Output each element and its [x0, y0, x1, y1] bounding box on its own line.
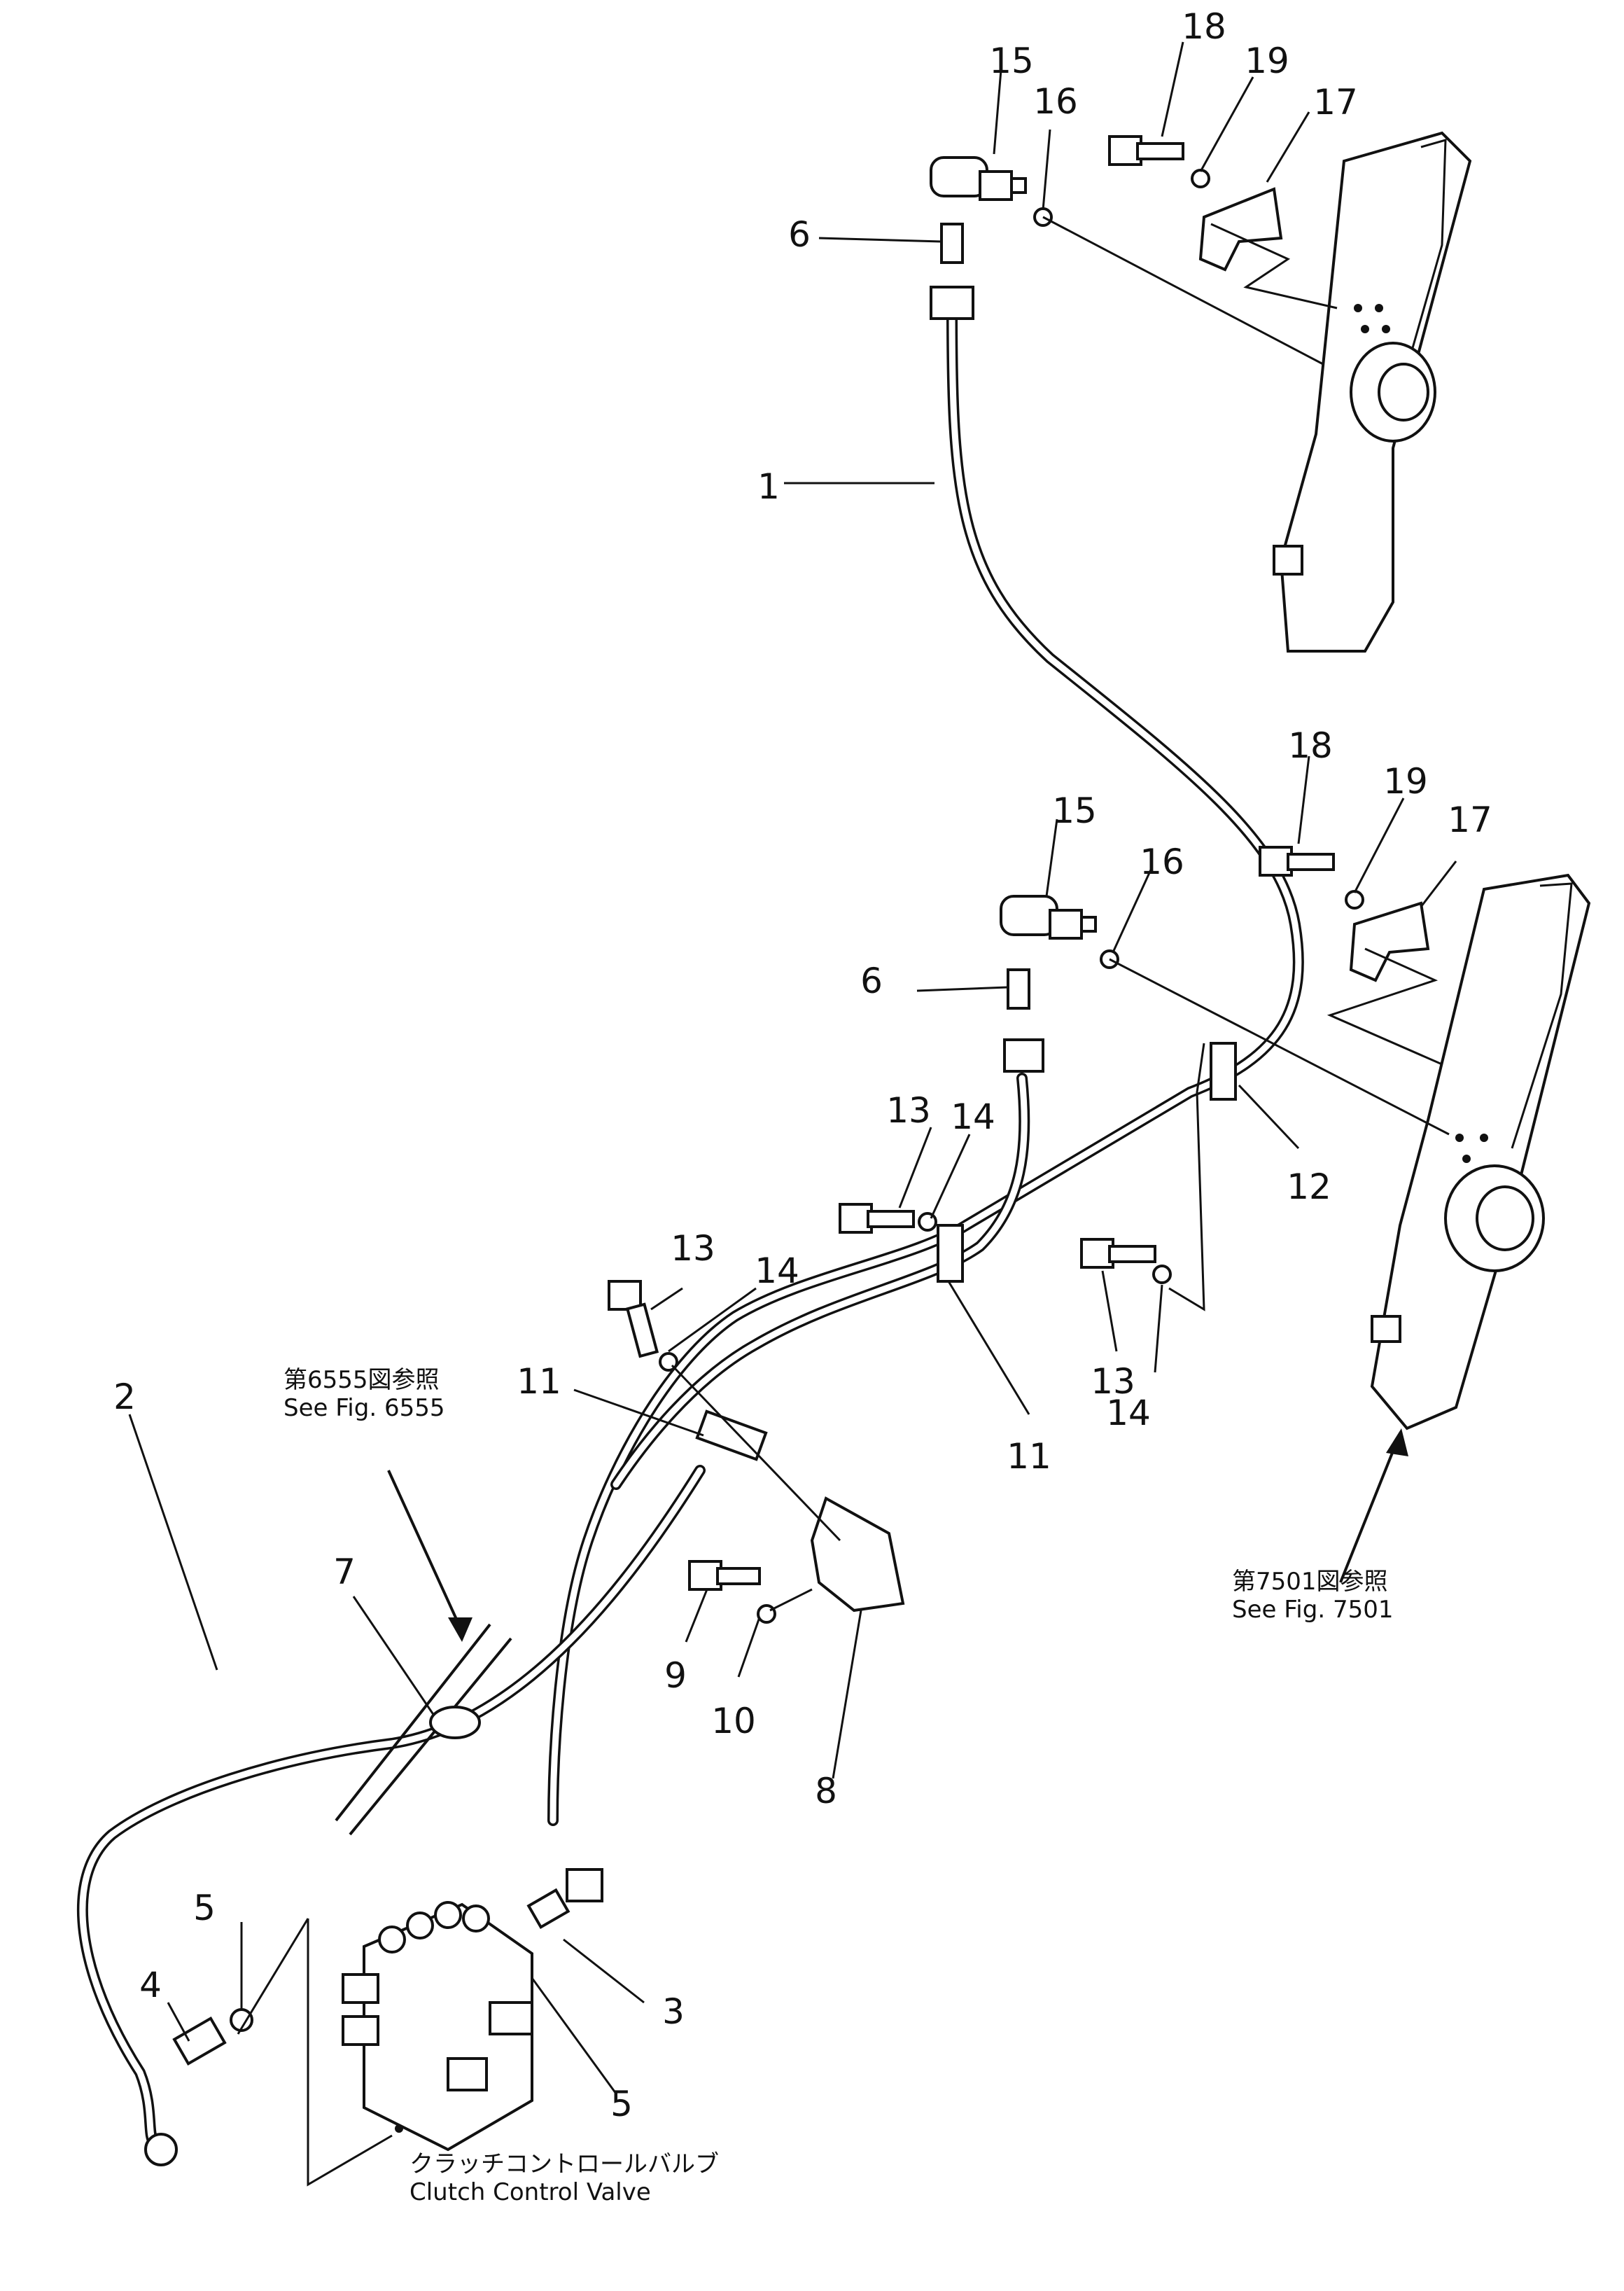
label-part-17-lower: 17 [1448, 800, 1492, 840]
label-part-18-upper: 18 [1182, 6, 1226, 47]
note-fig6555-en: See Fig. 6555 [284, 1394, 444, 1422]
clutch-control-valve [342, 1901, 533, 2152]
label-part-1: 1 [757, 466, 780, 507]
bolt-18-upper [1108, 135, 1184, 166]
washer-19-lower [1345, 890, 1364, 910]
switch-lower [1000, 895, 1097, 940]
note-valve-en: Clutch Control Valve [410, 2178, 651, 2206]
washer-14-c [1152, 1265, 1172, 1284]
label-part-17-upper: 17 [1313, 82, 1358, 123]
plate-17-lower [1349, 901, 1430, 982]
label-part-8: 8 [815, 1771, 837, 1811]
clamp-12 [1210, 1042, 1237, 1101]
tube-fig6555 [335, 1623, 512, 1836]
plate-17-upper [1198, 187, 1283, 272]
reference-lines [237, 216, 1450, 2187]
label-part-16-lower: 16 [1140, 842, 1184, 882]
label-part-11-left: 11 [517, 1361, 561, 1402]
bolt-13-a [839, 1203, 915, 1234]
label-part-13-b: 13 [671, 1228, 715, 1269]
bolt-9 [688, 1560, 761, 1591]
label-part-19-upper: 19 [1245, 41, 1289, 81]
note-fig7501-en: See Fig. 7501 [1232, 1596, 1393, 1624]
label-part-11-right: 11 [1007, 1436, 1051, 1477]
washer-19-upper [1191, 169, 1210, 188]
label-part-5-left: 5 [193, 1888, 216, 1928]
label-part-16-upper: 16 [1033, 81, 1078, 122]
label-part-12: 12 [1287, 1167, 1331, 1207]
hose-end-fitting-left [144, 2133, 178, 2166]
label-part-6-upper: 6 [788, 214, 811, 255]
bracket-8 [810, 1496, 905, 1613]
label-part-2: 2 [113, 1377, 136, 1417]
bolt-18-lower [1259, 846, 1335, 877]
label-part-15-upper: 15 [989, 41, 1034, 81]
hose-end-fitting-lower [566, 1868, 603, 1902]
adapter-lower [1007, 968, 1030, 1010]
bolt-13-b [608, 1280, 659, 1358]
label-part-14-c: 14 [1106, 1393, 1151, 1433]
clamp-11-left [695, 1409, 768, 1461]
label-part-15-lower: 15 [1052, 791, 1097, 831]
hose-1 [547, 302, 1304, 1826]
hose-upper-short [610, 1073, 1030, 1490]
label-part-13-c: 13 [1091, 1361, 1135, 1402]
label-part-5-right: 5 [610, 2084, 633, 2124]
note-fig7501-jp: 第7501図参照 [1232, 1568, 1388, 1596]
lower-lever-bracket [1370, 873, 1591, 1430]
label-part-7: 7 [333, 1552, 356, 1592]
label-part-3: 3 [662, 1991, 685, 2032]
label-part-19-lower: 19 [1383, 761, 1428, 802]
adapter-upper [940, 223, 964, 264]
label-part-18-lower: 18 [1288, 725, 1333, 766]
switch-upper [930, 156, 1027, 201]
clamp-11-right [937, 1224, 964, 1283]
hose-end-fitting-middle [1003, 1038, 1044, 1073]
label-part-9: 9 [664, 1655, 687, 1696]
bolt-13-c [1080, 1238, 1156, 1269]
washer-10 [757, 1604, 776, 1624]
label-part-13-a: 13 [886, 1090, 931, 1131]
upper-lever-bracket [1273, 131, 1472, 653]
leader-lines [128, 41, 1457, 2094]
connector-4 [172, 2016, 227, 2066]
hose-2 [77, 1465, 706, 2148]
band-7 [429, 1706, 481, 1739]
washer-14-a [918, 1212, 937, 1232]
note-fig6555-jp: 第6555図参照 [284, 1366, 440, 1394]
adapter-lower-valve [526, 1888, 570, 1930]
note-valve-jp: クラッチコントロールバルブ [410, 2150, 719, 2178]
label-part-14-a: 14 [951, 1096, 995, 1137]
hose-end-fitting-upper [930, 286, 974, 320]
label-part-14-b: 14 [755, 1251, 799, 1291]
label-part-10: 10 [711, 1701, 756, 1741]
label-part-6-lower: 6 [860, 961, 883, 1001]
label-part-4: 4 [139, 1965, 162, 2005]
